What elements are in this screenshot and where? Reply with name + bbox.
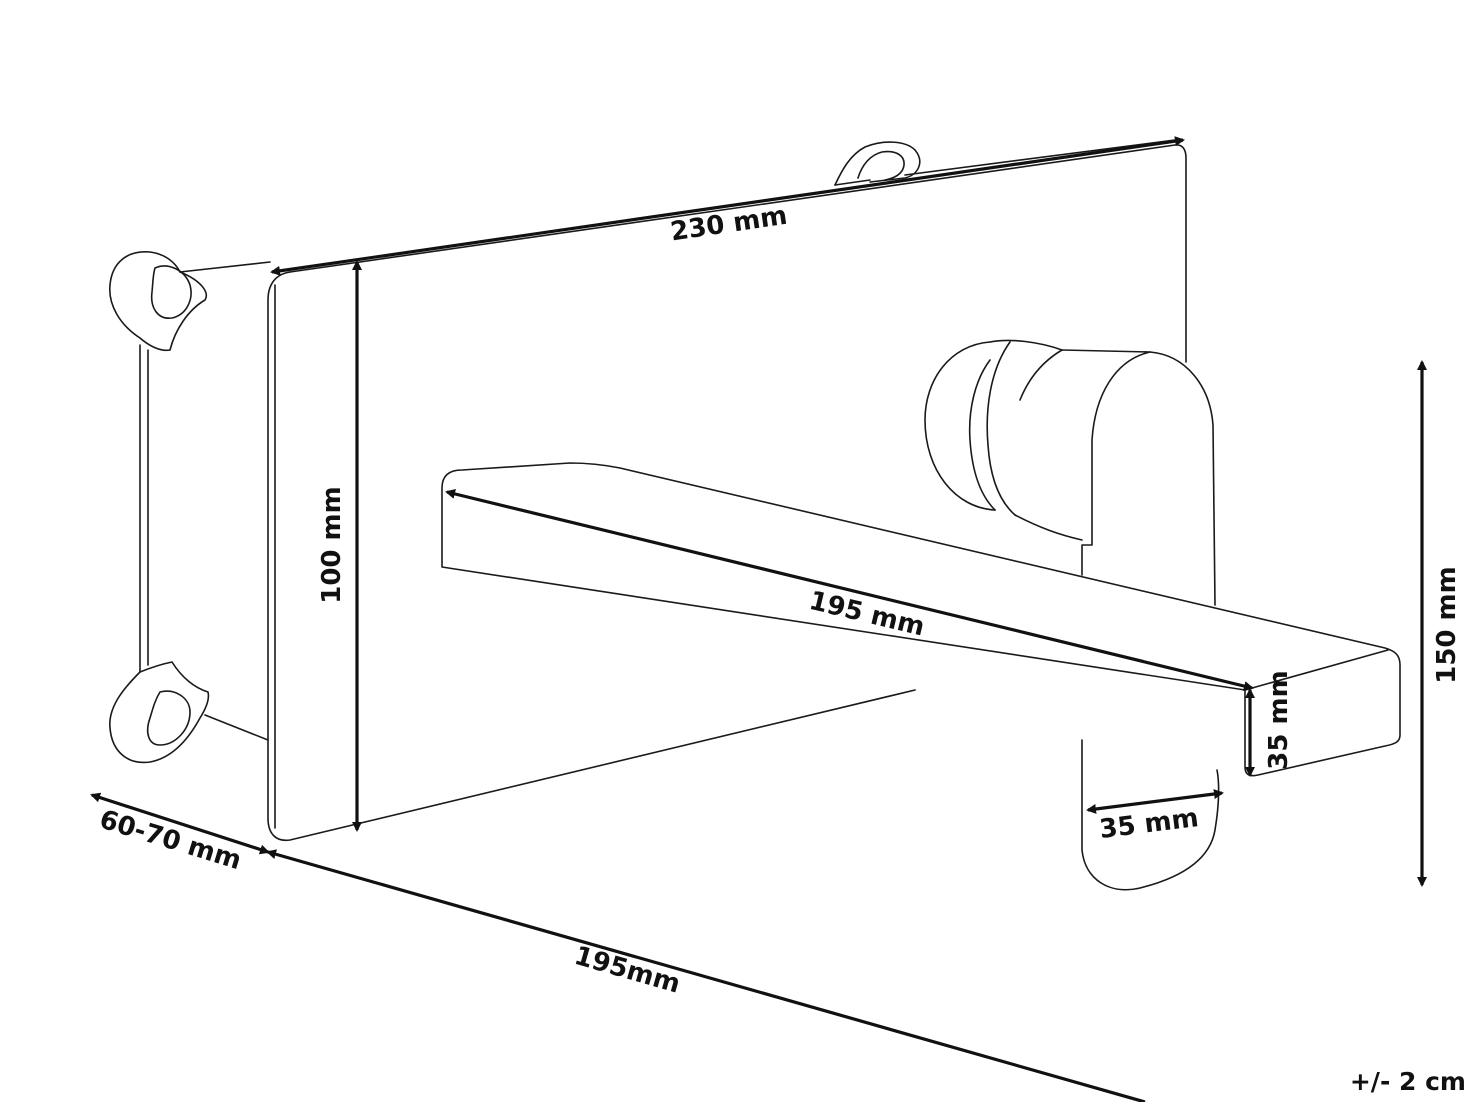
label-base-depth: 195mm	[571, 941, 684, 1000]
mounting-ear-top-left	[109, 251, 207, 352]
label-spout-width: 35 mm	[1098, 803, 1200, 845]
label-spout-height: 35 mm	[1264, 670, 1294, 769]
mounting-box	[139, 139, 1176, 741]
label-plate-height: 100 mm	[317, 486, 347, 604]
dim-line-spout-length	[445, 489, 1254, 691]
label-wall-depth: 60-70 mm	[96, 805, 245, 876]
dim-line-spout-width	[1086, 789, 1224, 814]
dimension-lines	[90, 136, 1427, 1102]
dim-line-base-depth	[266, 849, 1146, 1102]
label-tolerance: +/- 2 cm	[1350, 1067, 1466, 1096]
dim-line-plate-width	[270, 136, 1185, 276]
label-plate-width: 230 mm	[669, 201, 790, 248]
label-total-height: 150 mm	[1432, 566, 1462, 684]
mounting-ear-bottom-left	[109, 661, 210, 764]
dim-line-wall-depth	[90, 792, 270, 855]
